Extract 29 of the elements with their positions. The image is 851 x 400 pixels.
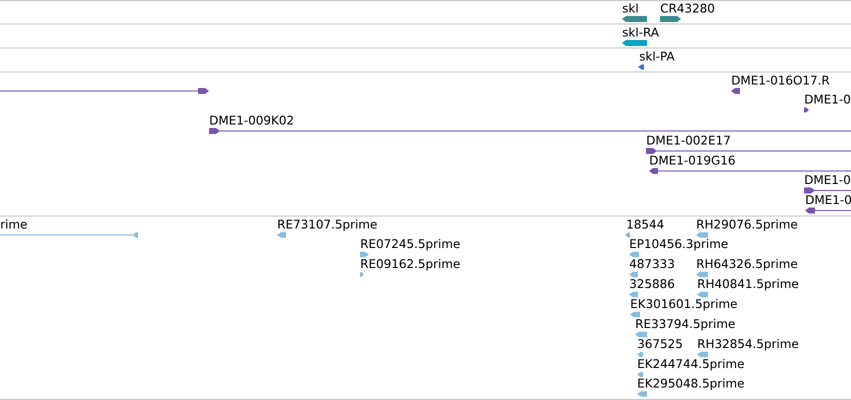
feature-label: RE33794.5prime (636, 318, 735, 330)
feature-label: 18544 (628, 220, 664, 229)
feature-label: DME1-0 (806, 195, 851, 204)
feature-bar (0, 88, 209, 94)
feature-label: DME1-0 (805, 175, 850, 184)
feature-label: EP10456.3prime (630, 238, 728, 250)
feature-label: RH64326.5prime (697, 258, 798, 270)
feature-label: skl (622, 3, 638, 13)
feature-label: RH29076.5prime (697, 219, 798, 231)
feature-label: 487333 (630, 259, 674, 268)
feature-label: EK301601.5prime (631, 298, 737, 310)
feature-label: 367525 (638, 339, 682, 348)
feature-label: RE07245.5prime (361, 238, 460, 250)
feature-label: DME1-016O17.R (732, 76, 830, 85)
feature-label: DME1-0 (805, 94, 850, 104)
feature-label: EK244744.5prime (638, 358, 744, 370)
feature-label: RE73107.5prime (278, 219, 377, 231)
feature-label: rime (1, 219, 27, 229)
feature-label: RE09162.5prime (361, 258, 460, 270)
feature-label: DME1-002E17 (647, 136, 730, 145)
feature-label: 325886 (630, 279, 674, 288)
feature-label: skl-RA (622, 27, 659, 37)
feature-label: CR43280 (660, 4, 714, 13)
feature-label: EK295048.5prime (638, 378, 744, 390)
feature-label: DME1-019G16 (650, 156, 735, 165)
feature-label: DME1-009K02 (210, 116, 293, 125)
feature-label: skl-PA (640, 51, 675, 61)
feature-label: RH32854.5prime (698, 338, 798, 350)
feature-label: RH40841.5prime (698, 278, 798, 290)
